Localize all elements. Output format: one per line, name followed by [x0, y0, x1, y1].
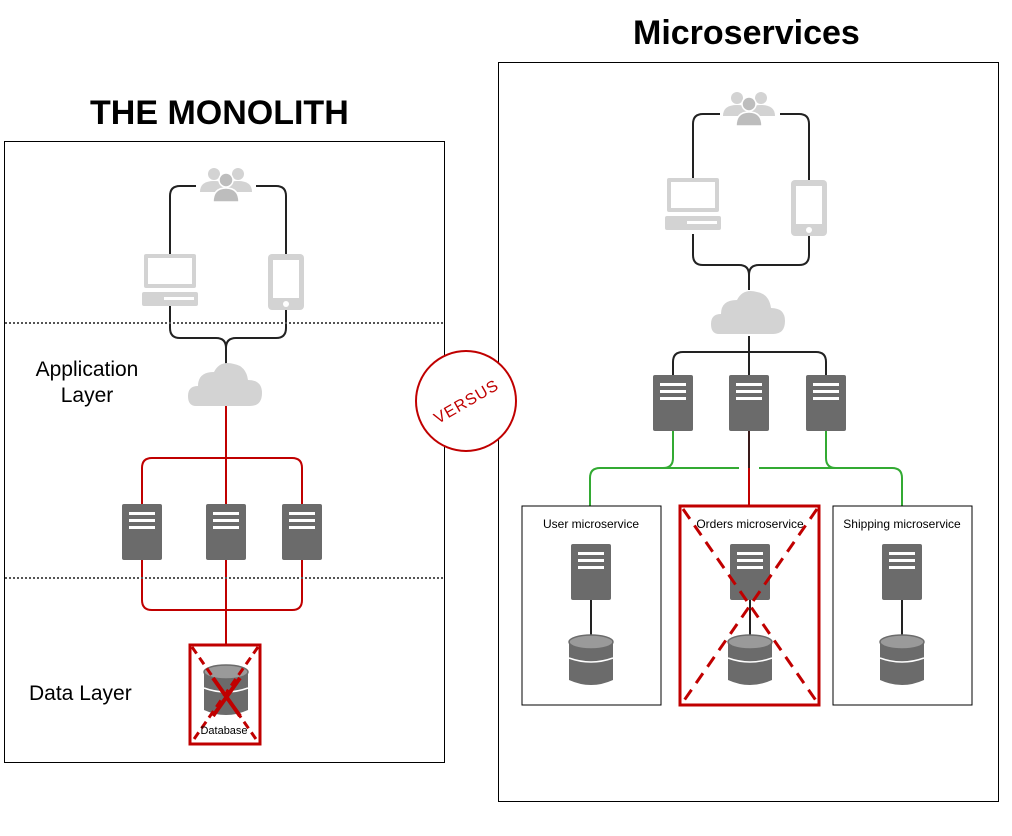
application-layer-label: Application Layer — [20, 357, 154, 409]
monolith-database-failure-box — [188, 643, 262, 746]
server-icon — [282, 504, 322, 560]
users-icon — [722, 91, 776, 127]
server-icon — [206, 504, 246, 560]
laptop-icon — [142, 254, 198, 306]
server-icon — [806, 375, 846, 431]
cloud-icon — [711, 291, 785, 334]
users-icon — [199, 167, 253, 203]
data-layer-label: Data Layer — [29, 682, 132, 705]
database-icon — [568, 634, 614, 686]
service-label: Shipping microservice — [843, 517, 961, 531]
monolith-title: THE MONOLITH — [90, 94, 349, 132]
phone-icon — [791, 180, 827, 236]
database-icon — [727, 634, 773, 686]
service-box-orders: Orders microservice — [678, 504, 821, 707]
database-label: Database — [200, 725, 247, 737]
micro-service-links — [589, 430, 903, 506]
service-box-user: User microservice — [521, 505, 662, 706]
service-label: Orders microservice — [696, 517, 804, 531]
server-icon — [729, 375, 769, 431]
versus-badge: VERSUS — [415, 350, 517, 452]
server-icon — [882, 544, 922, 600]
laptop-icon — [665, 178, 721, 230]
phone-icon — [268, 254, 304, 310]
server-icon — [730, 544, 770, 600]
server-icon — [122, 504, 162, 560]
server-icon — [653, 375, 693, 431]
cloud-icon — [188, 363, 262, 406]
application-layer-label-line: Application — [35, 358, 139, 381]
micro-client-links — [672, 113, 827, 375]
server-icon — [571, 544, 611, 600]
service-label: User microservice — [543, 517, 639, 531]
database-icon — [879, 634, 925, 686]
microservices-title: Microservices — [633, 14, 860, 52]
application-layer-label-line: Layer — [60, 384, 114, 407]
service-box-shipping: Shipping microservice — [832, 505, 973, 706]
monolith-app-links — [141, 405, 303, 645]
monolith-database-x-mark — [211, 676, 242, 718]
monolith-panel — [4, 141, 445, 763]
monolith-client-links — [169, 185, 287, 366]
